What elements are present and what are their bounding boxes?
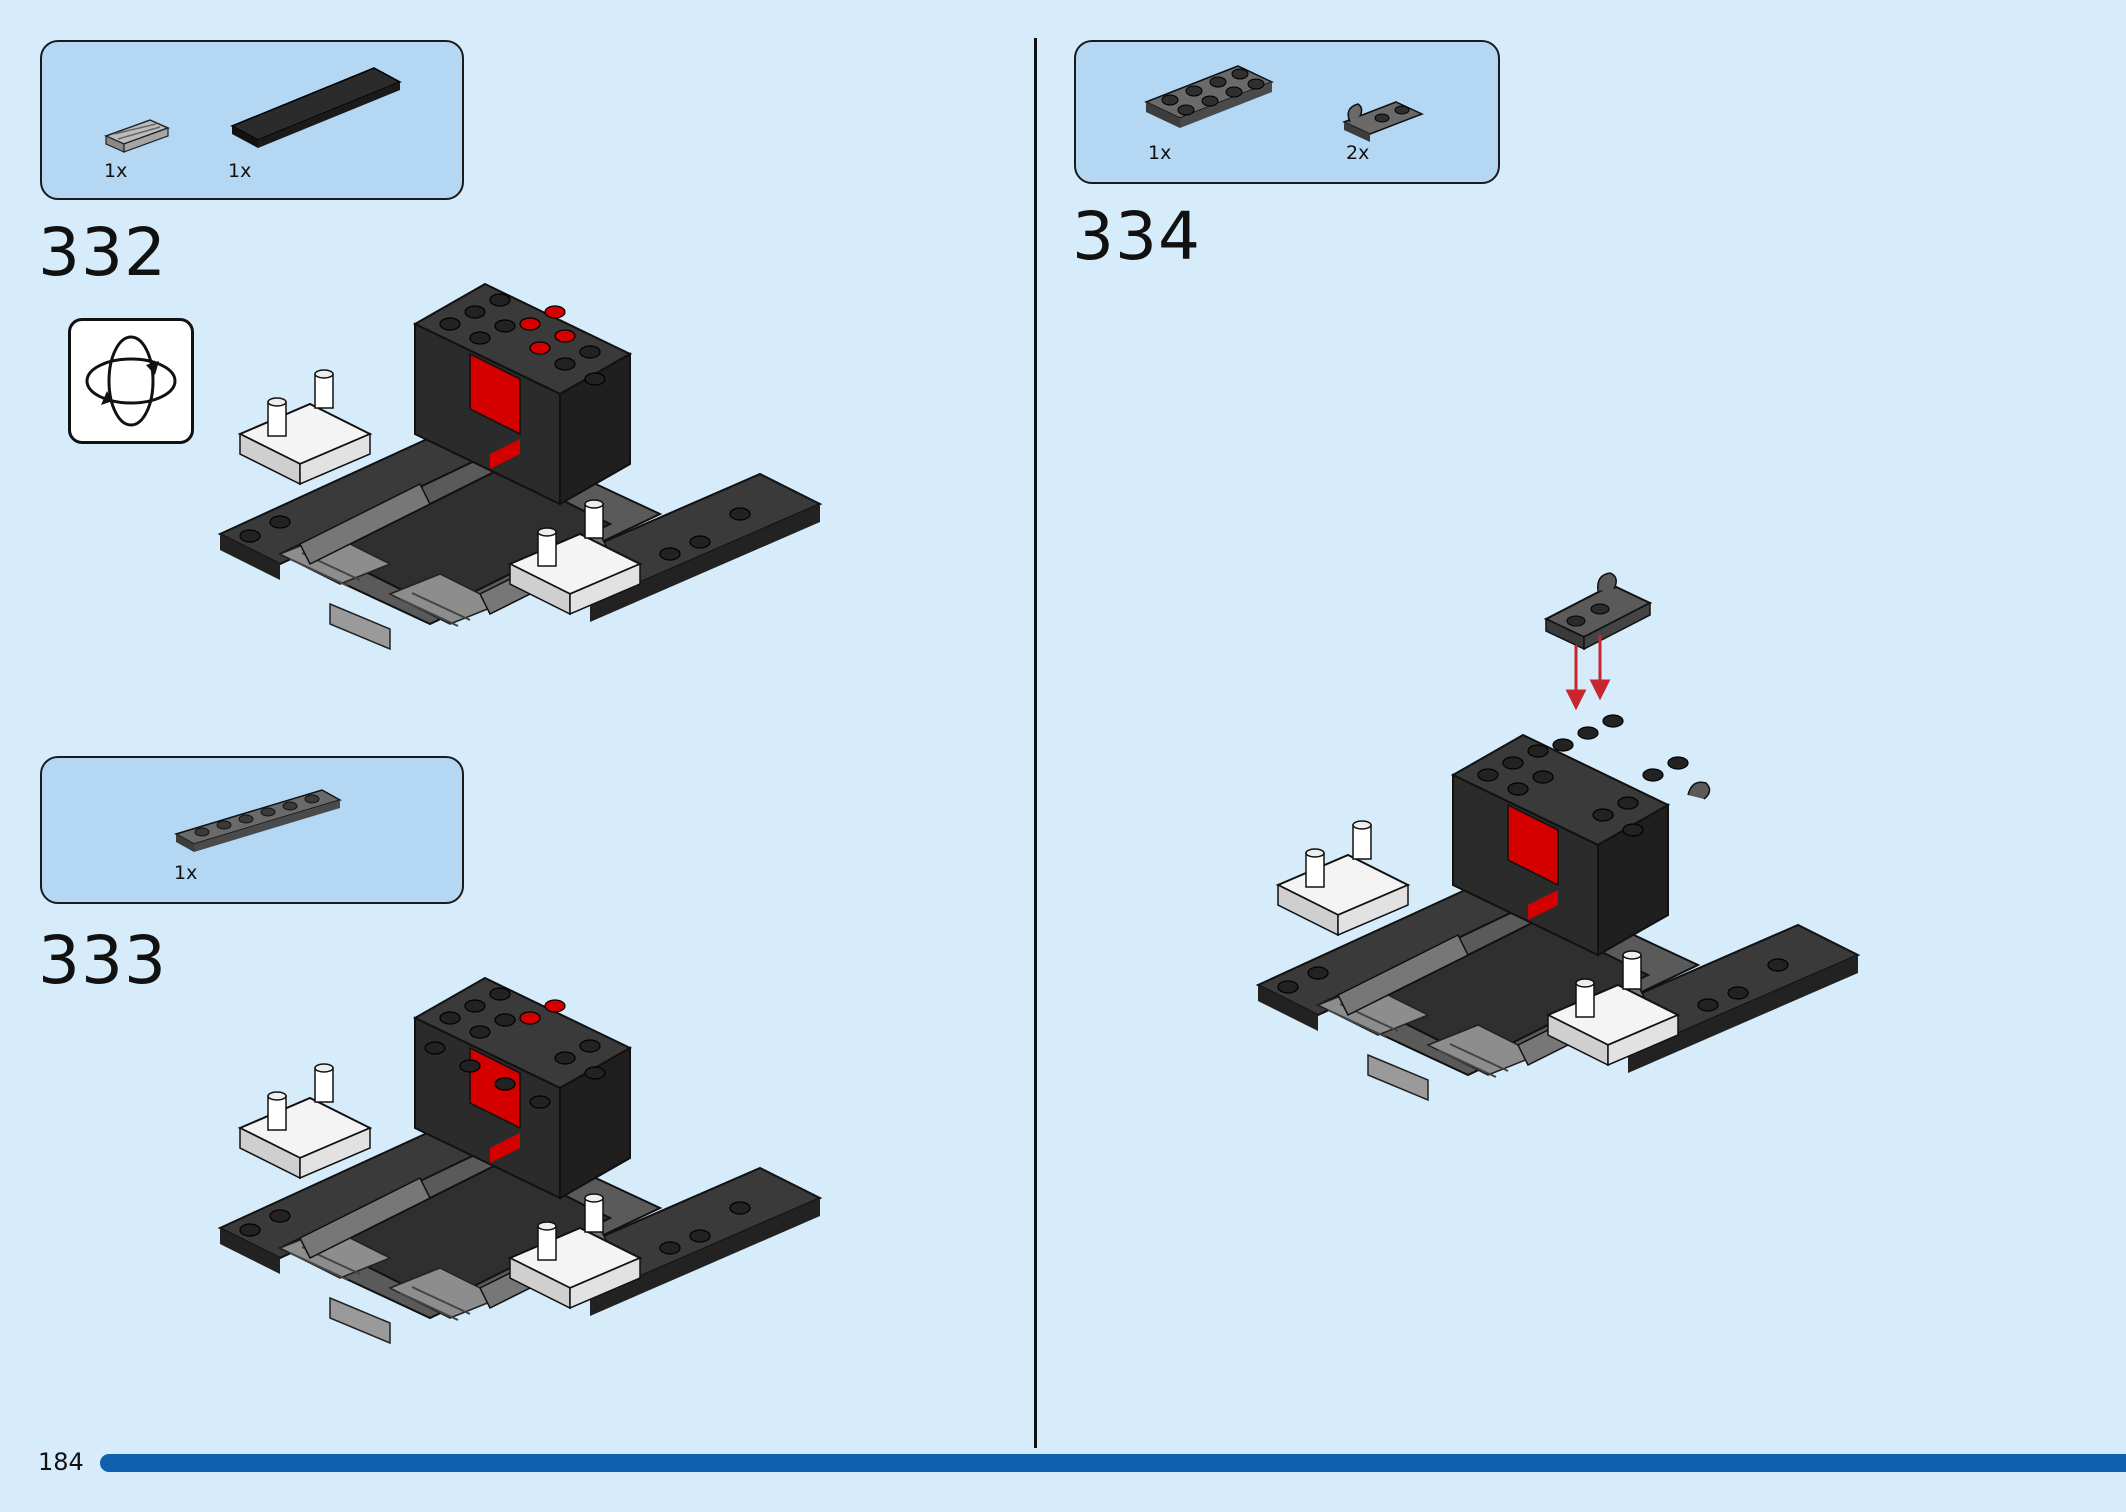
parts-box-step-334: 1x 2x (1074, 40, 1500, 184)
plate-with-clip-floating (1543, 572, 1653, 651)
dark-gray-plate-2x4-icon (1144, 65, 1274, 128)
step-332-assembly-illustration (219, 283, 821, 650)
part-qty: 2x (1346, 142, 1370, 164)
plate-with-clip-icon (1342, 101, 1424, 142)
step-number: 332 (38, 214, 167, 291)
step-number: 334 (1072, 198, 1201, 275)
page-number: 184 (38, 1448, 84, 1476)
part-qty: 1x (104, 160, 128, 182)
progress-bar (100, 1454, 2126, 1472)
part-qty: 1x (1148, 142, 1172, 164)
step-333-assembly-illustration (219, 977, 821, 1344)
parts-box-step-333: 1x (40, 756, 464, 904)
long-black-tile-icon (230, 67, 402, 148)
page-divider (1034, 38, 1037, 1448)
step-number: 333 (38, 922, 167, 999)
rotate-model-icon (85, 335, 177, 427)
step-334-assembly-illustration (1257, 572, 1859, 1101)
part-qty: 1x (228, 160, 252, 182)
grille-tile-light-gray-icon (103, 119, 171, 153)
part-qty: 1x (174, 862, 198, 884)
rotate-callout (68, 318, 194, 444)
dark-gray-plate-1x6-icon (174, 789, 342, 852)
placement-arrows (1565, 635, 1611, 711)
parts-box-step-332: 1x 1x (40, 40, 464, 200)
